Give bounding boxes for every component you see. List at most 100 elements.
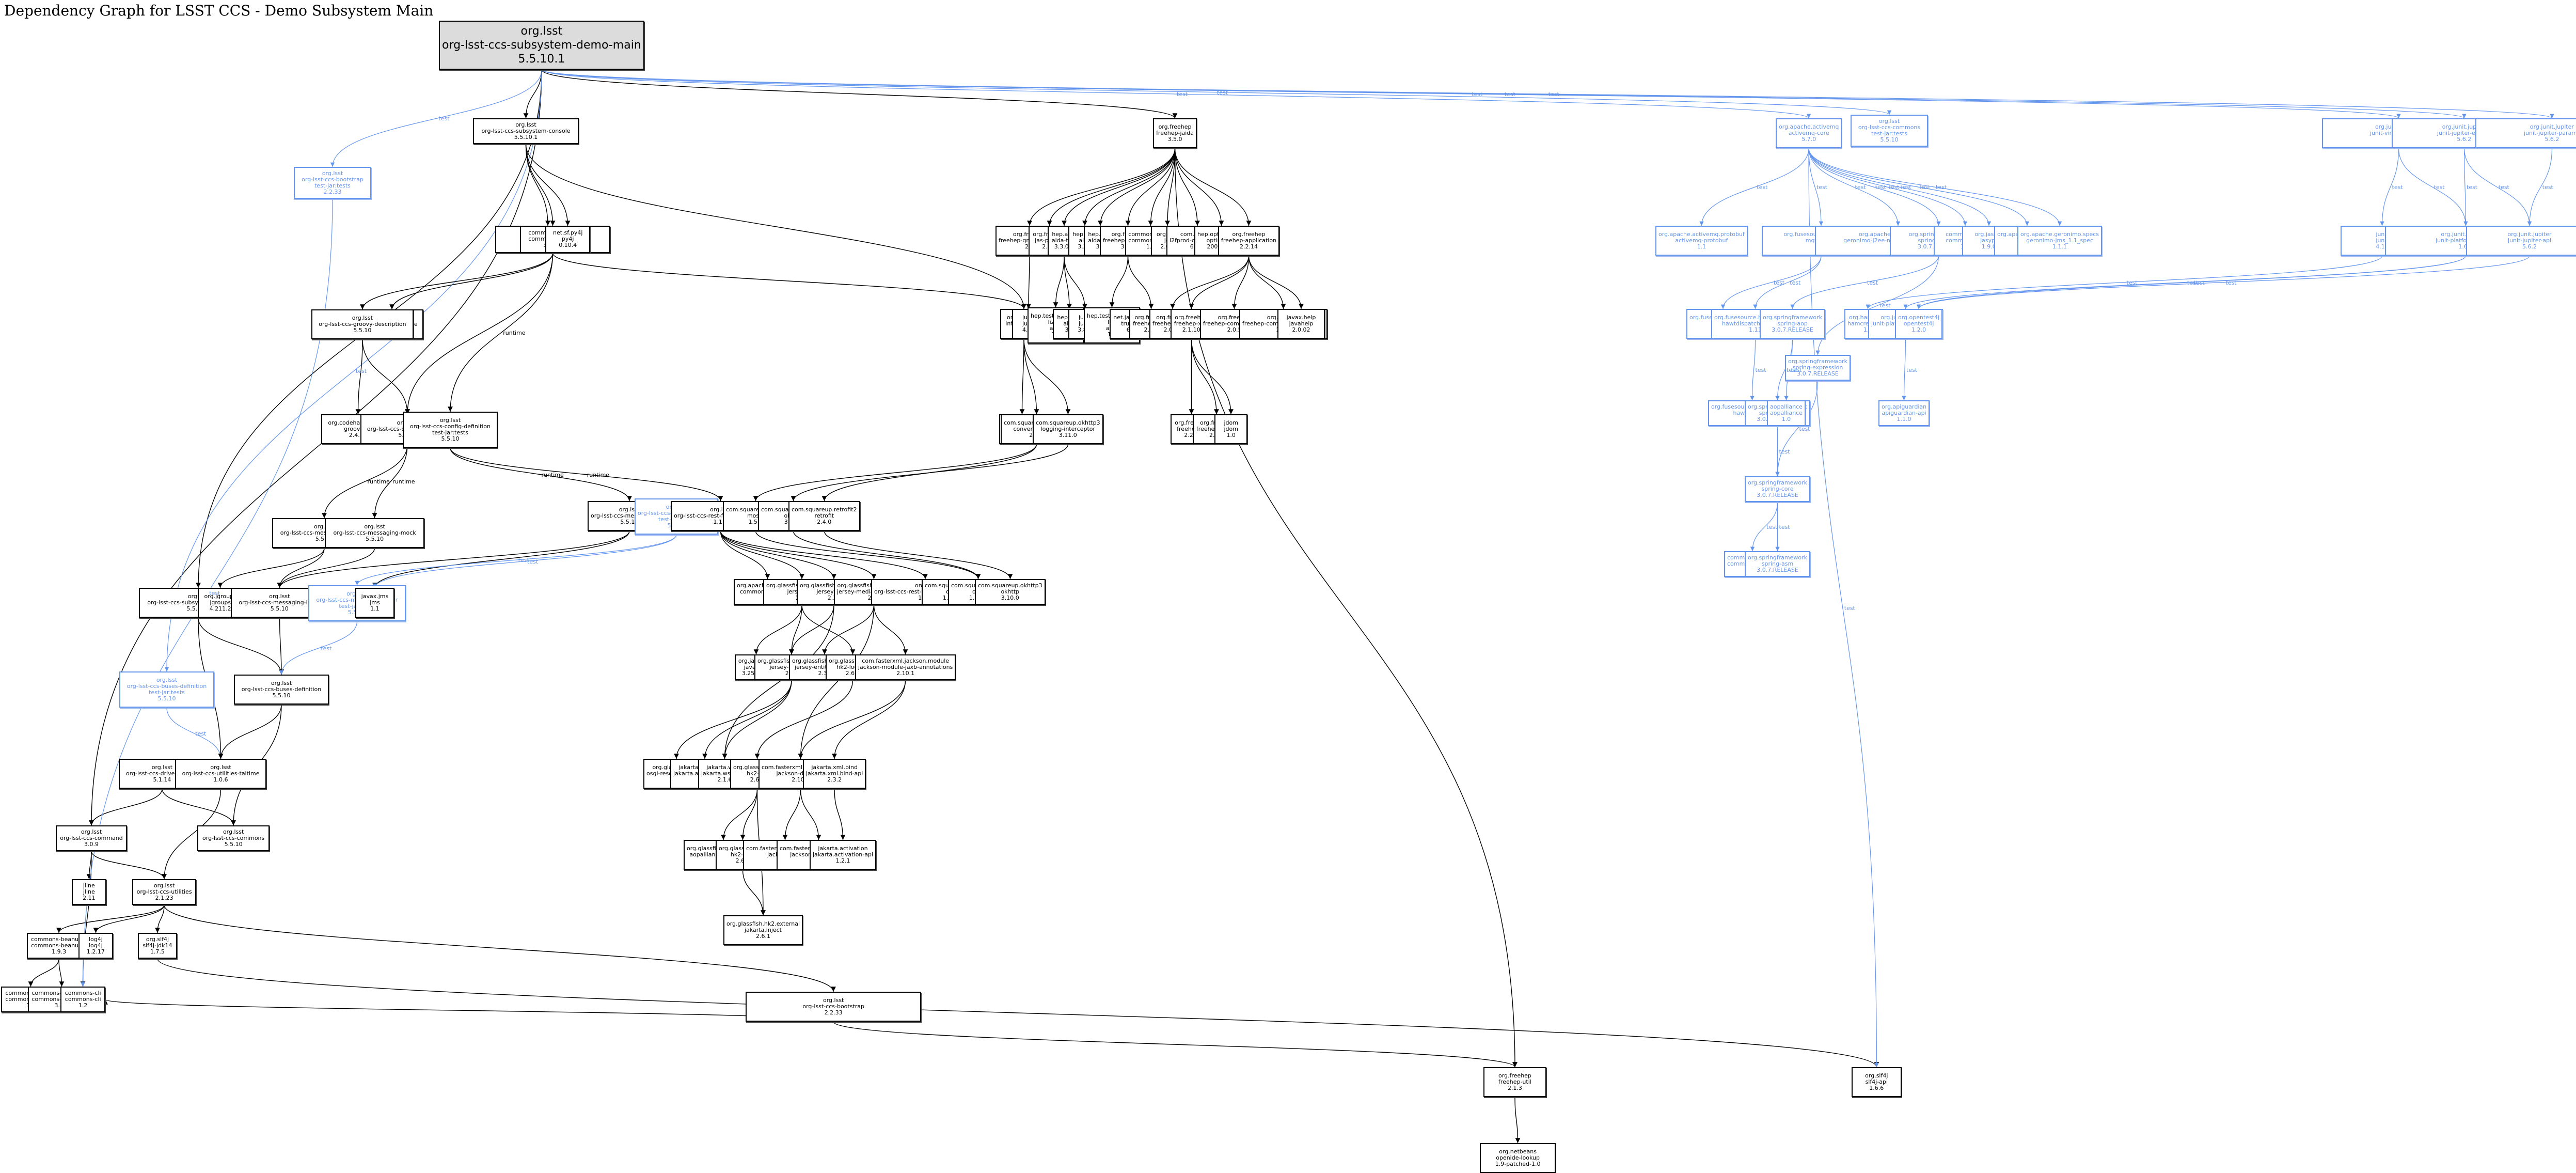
node-label-line: org.lsst (151, 763, 173, 771)
node-label-line: org.lsst (210, 763, 231, 771)
dependency-edge (277, 530, 630, 588)
dependency-edge (405, 253, 554, 415)
node-label-line: org.lsst (619, 506, 640, 513)
node-label-line: org.opentest4j (1898, 314, 1940, 321)
dependency-edge (873, 604, 908, 655)
node-label-line: 5.5.10.1 (514, 134, 538, 140)
node-label-line: org.springframework (1763, 314, 1823, 321)
edge-scope-label: test (1844, 604, 1855, 612)
node-label-line: retrofit (814, 512, 834, 519)
dependency-edge (1191, 338, 1219, 415)
dependency-edge (1231, 255, 1250, 309)
dependency-edge (798, 680, 906, 759)
node-label-line: activemq-core (1788, 129, 1829, 136)
edge-scope-label: test (1906, 366, 1918, 373)
dependency-edge (450, 447, 632, 502)
node-label-line: 2.2.33 (323, 189, 342, 195)
dependency-edge (330, 69, 542, 167)
edge-scope-label: test (438, 115, 450, 122)
node-label-line: test-jar:tests (149, 689, 185, 696)
node-label-line: jline (83, 888, 95, 895)
node-label-line: org.lsst (81, 828, 102, 835)
dependency-edge (1699, 148, 1809, 226)
dependency-edge (1098, 148, 1176, 226)
dependency-edge (355, 339, 363, 415)
node-label-line: freehep-jaida (1156, 129, 1194, 136)
dependency-edge (1808, 148, 1879, 1068)
edge-scope-label: test (1919, 184, 1931, 191)
node-label-line: 5.6.2 (2545, 135, 2559, 143)
node-label-line: spring-expression (1792, 364, 1843, 371)
node-label-line: com.fasterxml.jackson.module (862, 658, 950, 665)
dependency-edge (91, 851, 167, 880)
edge-scope-label: test (1766, 523, 1778, 530)
dependency-edge (279, 617, 284, 675)
node-label-line: activemq-protobuf (1675, 237, 1728, 244)
node-label-line: 5.1.14 (153, 776, 171, 783)
edge-scope-label: runtime (367, 478, 390, 485)
node-label-line: 1.9-patched-1.0 (1495, 1160, 1541, 1167)
dependency-edge (1064, 255, 1072, 309)
node-label-line: 1.7.5 (150, 948, 165, 955)
dependency-edge (834, 788, 846, 840)
dependency-edge (791, 444, 1069, 502)
node-label-line: jakarta.inject (745, 926, 782, 933)
node-label-line: 2.1.3 (1507, 1084, 1522, 1091)
edge-scope-label: test (1816, 184, 1828, 191)
edge-scope-label: test (1504, 91, 1515, 98)
dependency-edge (541, 69, 2401, 119)
node-label-line: org.freehep (1498, 1072, 1531, 1079)
node-label-line: apiguardian-api (1882, 410, 1926, 417)
node-label-line: freehep-application (1221, 237, 1277, 244)
node-label-line: org-lsst-ccs-utilities (136, 888, 192, 895)
